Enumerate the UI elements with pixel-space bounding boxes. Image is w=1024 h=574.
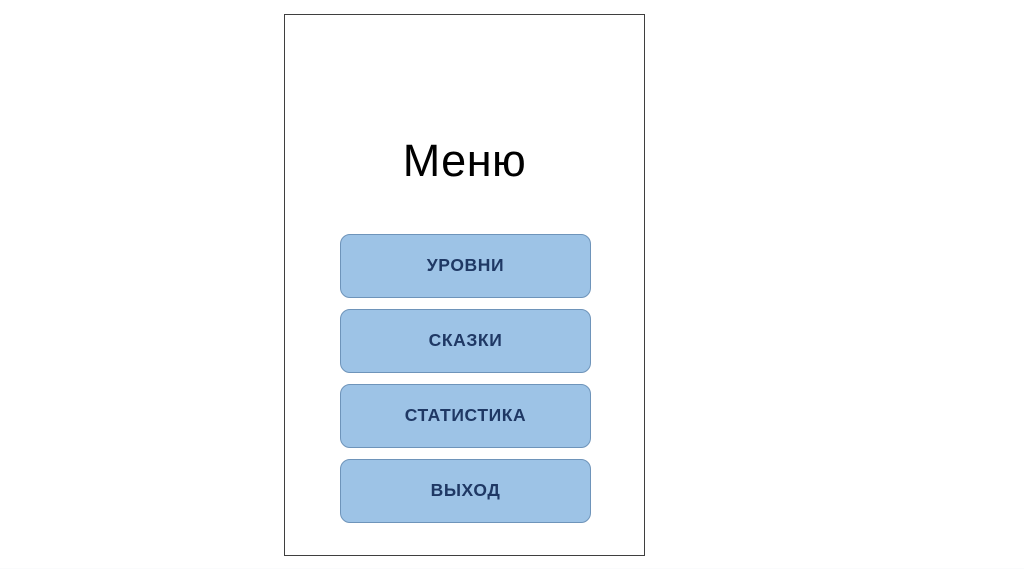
bottom-hairline-divider <box>0 568 1024 569</box>
menu-button-list: УРОВНИ СКАЗКИ СТАТИСТИКА ВЫХОД <box>340 234 591 523</box>
menu-button-tales[interactable]: СКАЗКИ <box>340 309 591 373</box>
menu-button-label: СТАТИСТИКА <box>404 405 527 426</box>
page-title: Меню <box>402 135 527 186</box>
app-screen-frame: Меню УРОВНИ СКАЗКИ СТАТИСТИКА ВЫХОД <box>284 14 645 556</box>
menu-button-exit[interactable]: ВЫХОД <box>340 459 591 523</box>
menu-button-label: ВЫХОД <box>430 480 501 501</box>
menu-button-statistics[interactable]: СТАТИСТИКА <box>340 384 591 448</box>
menu-button-label: СКАЗКИ <box>428 330 503 351</box>
menu-button-levels[interactable]: УРОВНИ <box>340 234 591 298</box>
menu-button-label: УРОВНИ <box>426 255 505 276</box>
